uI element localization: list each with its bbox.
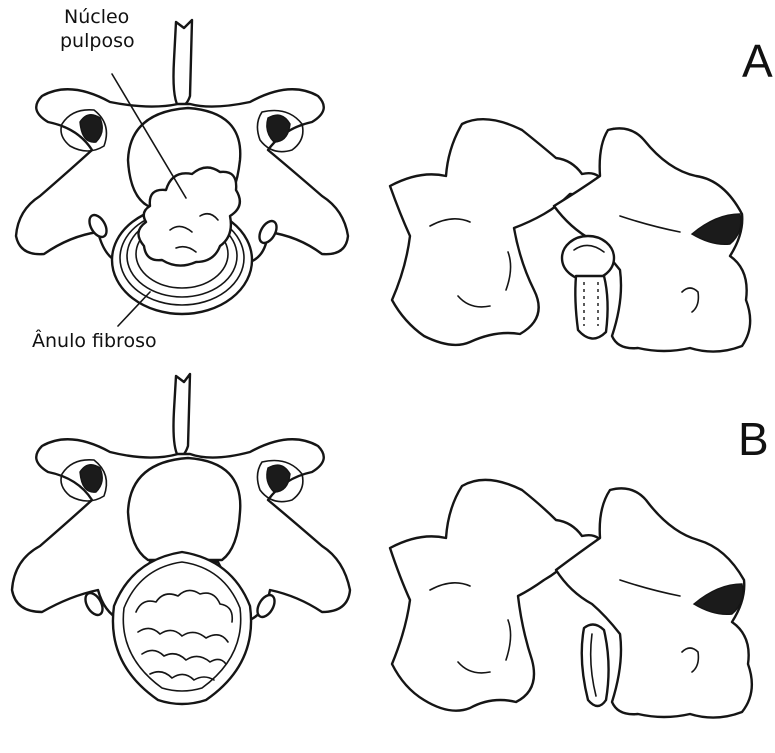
annulus-label: Ânulo fibroso — [32, 330, 157, 352]
upper-vertebra-lateral — [390, 119, 604, 345]
right-facet-shade-b — [267, 465, 290, 492]
spinous-process — [174, 20, 193, 106]
lateral-view-normal — [390, 119, 750, 351]
nucleus-label-line1: Núcleo — [64, 6, 129, 28]
panel-a-label: A — [742, 38, 773, 84]
panel-b-label: B — [738, 416, 769, 462]
right-facet-shade — [267, 115, 290, 142]
superior-view-normal — [16, 20, 348, 326]
disc-herniated-outer — [113, 552, 251, 704]
nucleus-label-line2: pulposo — [60, 30, 135, 52]
disc-lateral — [575, 276, 607, 339]
nucleus-lateral — [562, 236, 614, 280]
lateral-view-herniated — [390, 480, 752, 718]
superior-view-herniated — [12, 374, 350, 704]
vertebral-canal-b — [128, 458, 240, 560]
upper-vertebra-lateral-b — [390, 480, 604, 711]
spinous-process-b — [174, 374, 191, 456]
